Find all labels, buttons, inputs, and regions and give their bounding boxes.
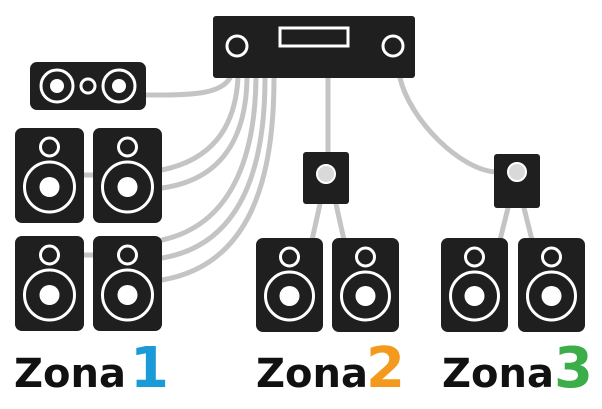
bookshelf-speaker-icon — [518, 238, 585, 332]
zone2-amplifier-icon — [303, 152, 349, 204]
bookshelf-speaker-icon — [15, 236, 84, 331]
zone2-number: 2 — [366, 336, 405, 401]
zone3-number: 3 — [554, 336, 593, 401]
zone3-word: Zona — [442, 351, 554, 397]
bookshelf-speaker-icon — [93, 236, 162, 331]
cable-zone3-amp — [397, 75, 499, 175]
zone1-number: 1 — [130, 336, 169, 401]
zone3-speakers — [441, 238, 585, 332]
zone2-speakers — [256, 238, 399, 332]
cable-zone1-speaker-1 — [159, 75, 241, 173]
cable-zone2-right — [333, 201, 347, 243]
bookshelf-speaker-icon — [93, 128, 162, 223]
bookshelf-speaker-icon — [332, 238, 399, 332]
bookshelf-speaker-icon — [15, 128, 84, 223]
cable-zone3-left — [497, 205, 511, 243]
bookshelf-speaker-icon — [441, 238, 508, 332]
zone2-word: Zona — [256, 351, 368, 397]
cable-zone3-right — [521, 205, 535, 243]
cable-zone1-speaker-2 — [159, 75, 250, 191]
cable-zone1-speaker-4 — [159, 75, 268, 261]
zone3-amplifier-icon — [494, 154, 540, 208]
zone-labels: Zona 1 Zona 2 Zona 3 — [14, 336, 593, 401]
zone1-word: Zona — [14, 351, 126, 397]
center-speaker-icon — [30, 62, 146, 110]
cable-center-speaker — [143, 75, 233, 98]
cable-zone2-left — [309, 201, 323, 243]
zone1-speakers — [15, 128, 162, 331]
bookshelf-speaker-icon — [256, 238, 323, 332]
av-receiver-icon — [213, 16, 415, 78]
cable-zone1-speaker-3 — [159, 75, 259, 243]
cable-zone1-speaker-5 — [159, 75, 277, 283]
